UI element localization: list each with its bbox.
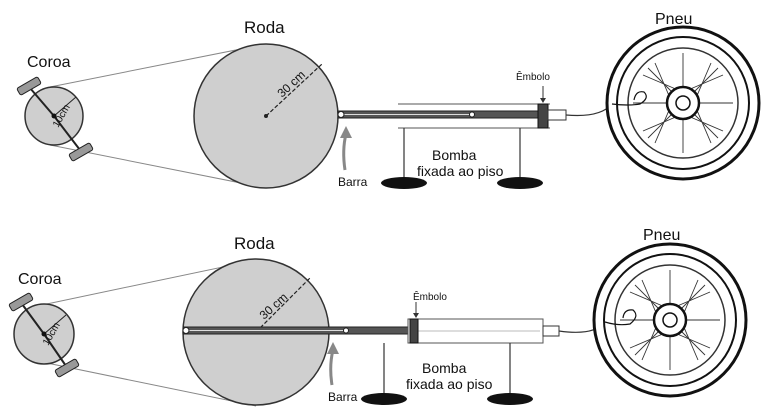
pedal-lower bbox=[54, 358, 80, 378]
embolo-label: Êmbolo bbox=[516, 70, 550, 83]
pump-nozzle bbox=[547, 109, 567, 121]
embolo bbox=[537, 103, 549, 129]
pump-foot-left bbox=[381, 177, 427, 189]
coroa-radius-line bbox=[53, 96, 77, 117]
roda-label: Roda bbox=[244, 18, 285, 37]
roda-label: Roda bbox=[234, 234, 275, 253]
pump-foot-left bbox=[361, 393, 407, 405]
valve bbox=[604, 309, 637, 326]
panel-bottom: 30 cm Roda 10cm Coroa Êmbolo Bomba bbox=[8, 227, 748, 407]
crank-arm-lower bbox=[43, 333, 67, 367]
coroa-radius-line bbox=[43, 314, 67, 335]
bomba-label-line1: Bomba bbox=[422, 360, 467, 376]
valve bbox=[611, 91, 647, 106]
barra-arrow bbox=[342, 133, 348, 171]
barra-arrow bbox=[329, 349, 335, 386]
barra-label: Barra bbox=[328, 390, 358, 404]
pneu-label: Pneu bbox=[643, 227, 680, 244]
coroa-label: Coroa bbox=[27, 54, 71, 71]
chain-bottom bbox=[41, 361, 257, 407]
roda-radius-line bbox=[265, 63, 323, 117]
bomba-label-line2: fixada ao piso bbox=[406, 376, 493, 392]
crank-arm-upper bbox=[29, 87, 55, 117]
hose bbox=[565, 103, 613, 117]
panel-top: 30 cm Roda 10cm Coroa Êmbolo Bomba bbox=[16, 11, 761, 189]
embolo-label: Êmbolo bbox=[413, 290, 447, 303]
coroa-label: Coroa bbox=[18, 271, 62, 288]
crank-arm-lower bbox=[53, 115, 81, 151]
pneu-label: Pneu bbox=[655, 11, 692, 28]
roda-radius-line bbox=[255, 277, 311, 333]
bomba-label-line1: Bomba bbox=[432, 147, 477, 163]
chain-top bbox=[49, 43, 267, 88]
pedal-lower bbox=[68, 142, 94, 162]
embolo bbox=[409, 318, 419, 344]
pump-foot-right bbox=[487, 393, 533, 405]
pump-foot-right bbox=[497, 177, 543, 189]
crank-arm-upper bbox=[21, 303, 45, 335]
barra-label: Barra bbox=[338, 175, 368, 189]
pump-nozzle bbox=[542, 325, 560, 337]
pedal-upper bbox=[16, 76, 42, 96]
pedal-upper bbox=[8, 292, 34, 312]
bomba-label-line2: fixada ao piso bbox=[417, 163, 504, 179]
